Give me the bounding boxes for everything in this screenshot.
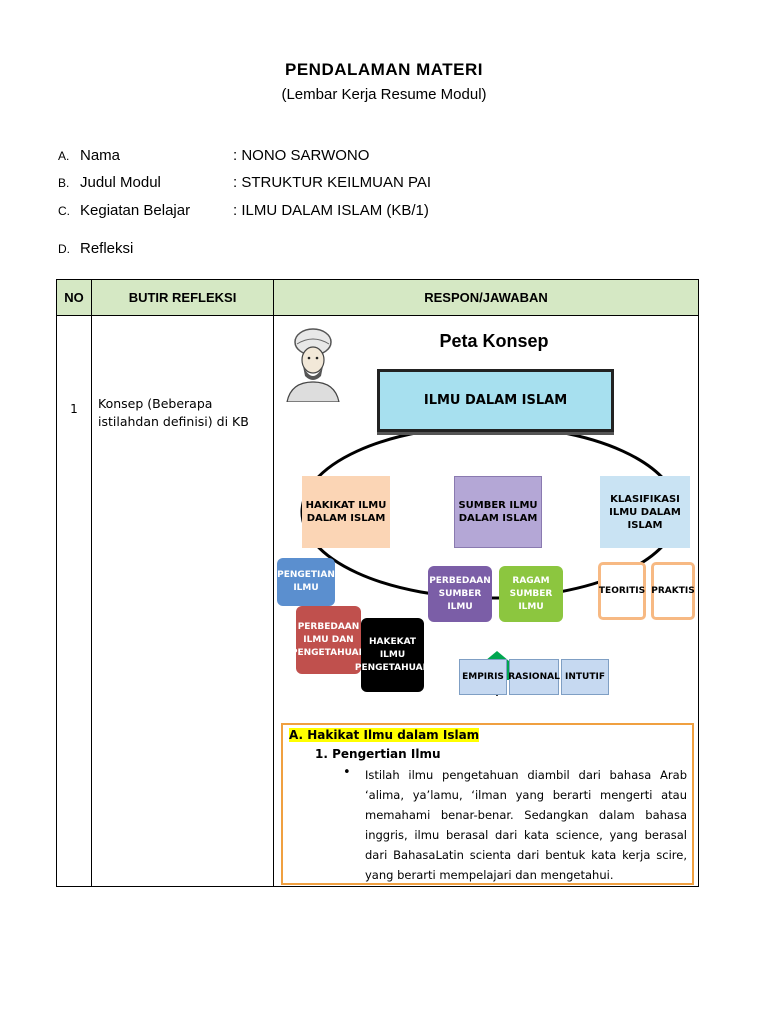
resume-subheading: 1. Pengertian Ilmu <box>315 747 441 761</box>
field-label: Nama <box>80 147 121 164</box>
field-letter: B. <box>58 176 70 190</box>
header-butir-refleksi: BUTIR REFLEKSI <box>91 279 274 316</box>
node-praktis: PRAKTIS <box>651 562 695 620</box>
table-header-row: NO BUTIR REFLEKSI RESPON/JAWABAN <box>56 279 699 316</box>
field-label: Judul Modul <box>80 174 161 191</box>
node-sumber: SUMBER ILMU DALAM ISLAM <box>454 476 542 548</box>
field-letter: D. <box>58 242 70 256</box>
node-klasifikasi: KLASIFIKASI ILMU DALAM ISLAM <box>600 476 690 548</box>
bullet-icon: • <box>343 765 351 780</box>
resume-heading: A. Hakikat Ilmu dalam Islam <box>289 728 480 742</box>
node-hakekat-ilmu: HAKEKAT ILMU PENGETAHUAN <box>355 618 430 692</box>
reflection-table: NO BUTIR REFLEKSI RESPON/JAWABAN 1 Konse… <box>56 279 699 887</box>
field-value: : STRUKTUR KEILMUAN PAI <box>233 174 432 191</box>
table-row: 1 Konsep (Beberapa istilahdan definisi) … <box>56 315 699 887</box>
node-hakikat: HAKIKAT ILMU DALAM ISLAM <box>302 476 390 548</box>
node-root: ILMU DALAM ISLAM <box>377 369 614 432</box>
concept-map: Peta Konsep ILMU DALAM ISLAM HAKIKAT ILM… <box>274 316 698 716</box>
node-ragam-sumber: RAGAM SUMBER ILMU <box>499 566 563 622</box>
document-subtitle: (Lembar Kerja Resume Modul) <box>281 86 487 103</box>
node-perbedaan-ilmu: PERBEDAAN ILMU DAN PENGETAHUAN <box>291 606 366 674</box>
field-value: : ILMU DALAM ISLAM (KB/1) <box>233 202 429 219</box>
resume-paragraph: Istilah ilmu pengetahuan diambil dari ba… <box>365 768 687 882</box>
header-no: NO <box>56 279 92 316</box>
row-response: Peta Konsep ILMU DALAM ISLAM HAKIKAT ILM… <box>273 315 699 887</box>
node-pengertian: PENGETIAN ILMU <box>277 558 335 606</box>
document-title: PENDALAMAN MATERI <box>284 60 483 79</box>
scholar-portrait-icon <box>286 328 340 402</box>
field-letter: A. <box>58 149 70 163</box>
node-intutif: INTUTIF <box>561 659 609 695</box>
field-label: Refleksi <box>80 240 134 257</box>
node-perbedaan-sumber: PERBEDAAN SUMBER ILMU <box>428 566 492 622</box>
node-teoritis: TEORITIS <box>598 562 646 620</box>
node-rasional: RASIONAL <box>508 659 560 695</box>
row-number: 1 <box>56 315 92 887</box>
field-label: Kegiatan Belajar <box>80 202 191 219</box>
concept-map-title: Peta Konsep <box>439 330 549 351</box>
node-empiris: EMPIRIS <box>459 659 507 695</box>
header-respon-jawaban: RESPON/JAWABAN <box>273 279 699 316</box>
resume-box: A. Hakikat Ilmu dalam Islam 1. Pengertia… <box>281 723 694 885</box>
field-letter: C. <box>58 204 70 218</box>
row-butir: Konsep (Beberapa istilahdan definisi) di… <box>91 315 274 887</box>
field-value: : NONO SARWONO <box>233 147 370 164</box>
